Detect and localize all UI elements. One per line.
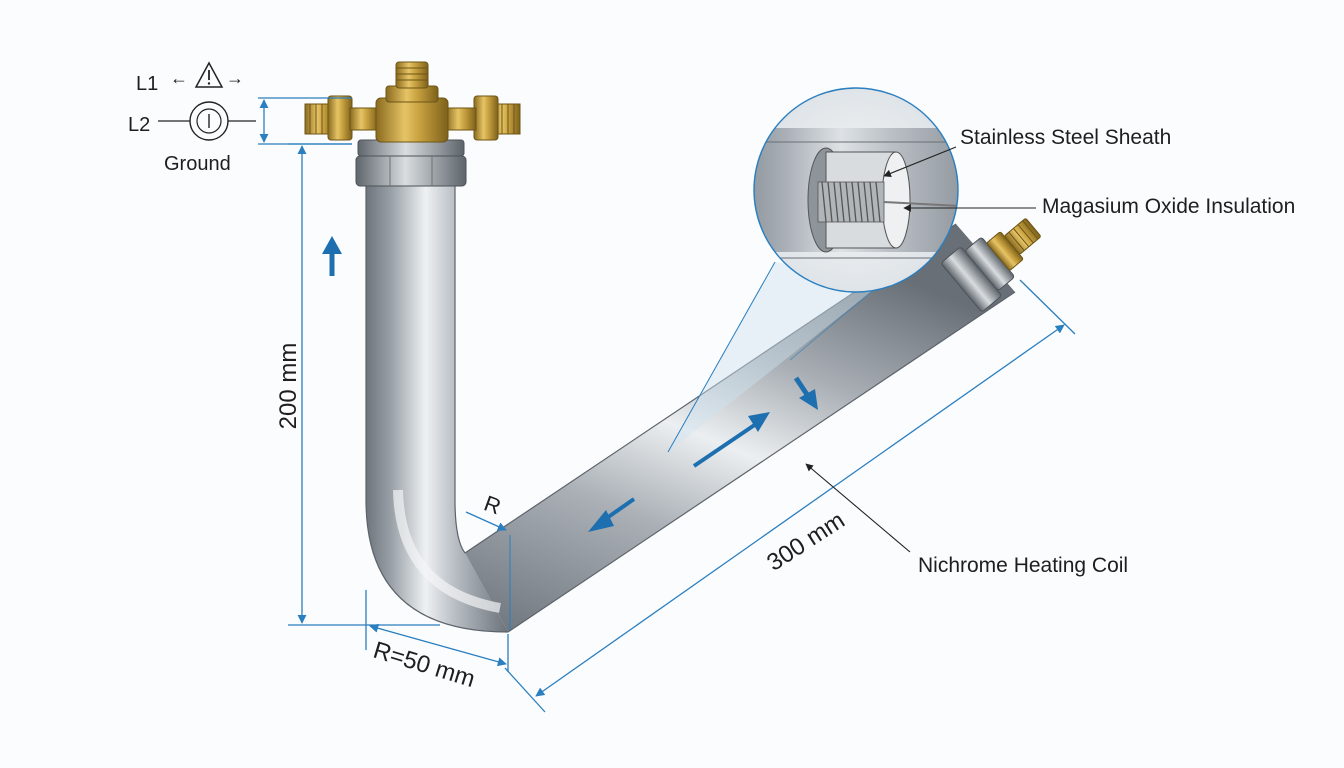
bend-radius-label: R=50 mm <box>370 637 478 693</box>
forward-flow-arrow-icon <box>692 412 770 468</box>
cutaway-magnifier <box>667 87 959 453</box>
callouts: Stainless Steel Sheath Magasium Oxide In… <box>805 126 1295 577</box>
down-flow-arrow-icon <box>793 376 818 410</box>
circle-power-icon <box>189 101 229 141</box>
flow-arrows <box>322 236 818 532</box>
coil-label: Nichrome Heating Coil <box>918 554 1128 577</box>
arrow-right-glyph: → <box>226 68 244 88</box>
end-terminal-fitting <box>941 218 1041 312</box>
up-flow-arrow-icon <box>322 236 342 276</box>
ground-label: Ground <box>164 153 231 175</box>
length-dimension-label: 300 mm <box>762 507 849 577</box>
electrical-legend: L1 ← → L2 Ground <box>128 61 256 175</box>
insulation-label: Magasium Oxide Insulation <box>1042 195 1295 218</box>
sheath-label: Stainless Steel Sheath <box>960 126 1171 149</box>
top-terminal-fitting <box>304 61 521 187</box>
arrow-left-glyph: ← <box>170 68 188 88</box>
l1-label: L1 <box>136 73 158 95</box>
dimension-lines <box>258 97 1076 713</box>
l2-label: L2 <box>128 114 150 136</box>
height-dimension-label: 200 mm <box>275 343 302 430</box>
warning-triangle-icon <box>194 61 224 88</box>
inner-radius-label: R <box>481 490 504 519</box>
backward-flow-arrow-icon <box>588 497 636 532</box>
